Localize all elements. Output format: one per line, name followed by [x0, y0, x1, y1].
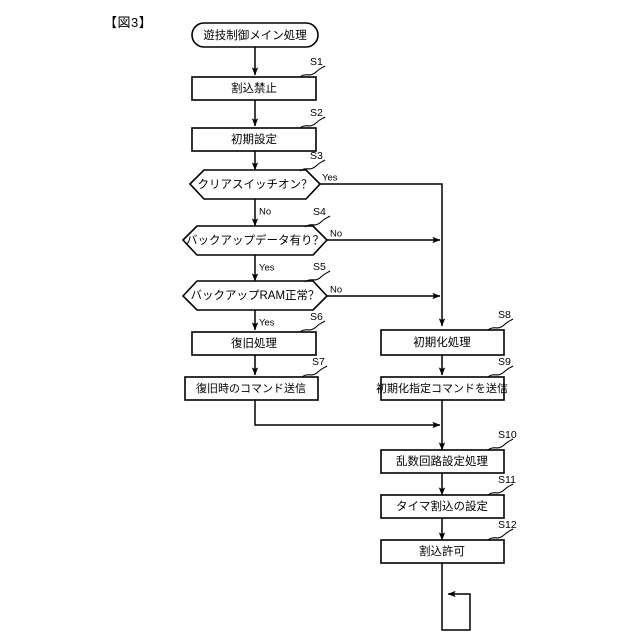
branch-label-s5-no: No — [330, 285, 342, 296]
node-s1 — [191, 76, 317, 101]
branch-label-s4-yes: Yes — [259, 263, 275, 274]
leader-s1 — [299, 65, 326, 78]
node-s9-label: 初期化指定コマンドを送信 — [376, 381, 508, 395]
node-start-label: 遊技制御メイン処理 — [203, 28, 307, 42]
step-label-s3: S3 — [310, 150, 323, 162]
node-s6-label: 復旧処理 — [231, 336, 277, 350]
step-label-s11: S11 — [498, 474, 516, 486]
leader-s6 — [299, 320, 326, 333]
node-s2 — [191, 127, 317, 152]
step-label-s2: S2 — [310, 107, 323, 119]
node-s9 — [380, 376, 505, 401]
node-s11 — [380, 494, 505, 519]
step-label-s8: S8 — [498, 309, 511, 321]
node-s5 — [181, 280, 329, 311]
leader-s7 — [301, 365, 328, 378]
leader-s3 — [299, 159, 326, 172]
node-s12-label: 割込許可 — [419, 544, 465, 558]
node-s7 — [184, 376, 319, 401]
branch-label-s3-no: No — [259, 207, 271, 218]
leader-s12 — [487, 528, 514, 541]
branch-label-s3-yes: Yes — [322, 173, 338, 184]
figure-label: 【図3】 — [104, 15, 153, 30]
node-s6 — [191, 331, 317, 356]
step-label-s6: S6 — [310, 311, 323, 323]
node-s12 — [380, 539, 505, 564]
edge-s12-loop-back — [441, 563, 471, 631]
node-s3 — [188, 169, 322, 200]
step-label-s1: S1 — [310, 56, 323, 68]
leader-s10 — [487, 438, 514, 451]
leader-s11 — [487, 483, 514, 496]
node-s1-label: 割込禁止 — [231, 81, 277, 95]
node-s2-label: 初期設定 — [231, 132, 277, 146]
leader-s5 — [304, 270, 331, 283]
node-s4 — [181, 225, 329, 256]
node-s10-label: 乱数回路設定処理 — [396, 454, 488, 468]
step-label-s7: S7 — [312, 356, 325, 368]
step-label-s9: S9 — [498, 356, 511, 368]
edge-s3-yes-to-s8 — [320, 183, 446, 327]
node-s10 — [380, 449, 505, 474]
node-s7-label: 復旧時のコマンド送信 — [196, 381, 306, 395]
leader-s8 — [487, 318, 514, 331]
node-s3-label: クリアスイッチオン？ — [198, 178, 313, 191]
leader-s4 — [304, 215, 331, 228]
leader-s2 — [299, 116, 326, 129]
step-label-s12: S12 — [498, 519, 517, 531]
branch-label-s5-yes: Yes — [259, 318, 275, 329]
node-s8 — [380, 329, 505, 356]
edge-s7-to-trunk — [254, 400, 441, 429]
node-s4-label: バックアップデータ有り？ — [186, 233, 324, 247]
step-label-s10: S10 — [498, 429, 517, 441]
node-s11-label: タイマ割込の設定 — [396, 499, 488, 513]
step-label-s4: S4 — [313, 206, 326, 218]
branch-label-s4-no: No — [330, 229, 342, 240]
leader-s9 — [487, 365, 514, 378]
node-s5-label: バックアップRAM正常？ — [190, 289, 319, 302]
node-s8-label: 初期化処理 — [413, 335, 471, 349]
step-label-s5: S5 — [313, 261, 326, 273]
node-start — [191, 22, 319, 48]
